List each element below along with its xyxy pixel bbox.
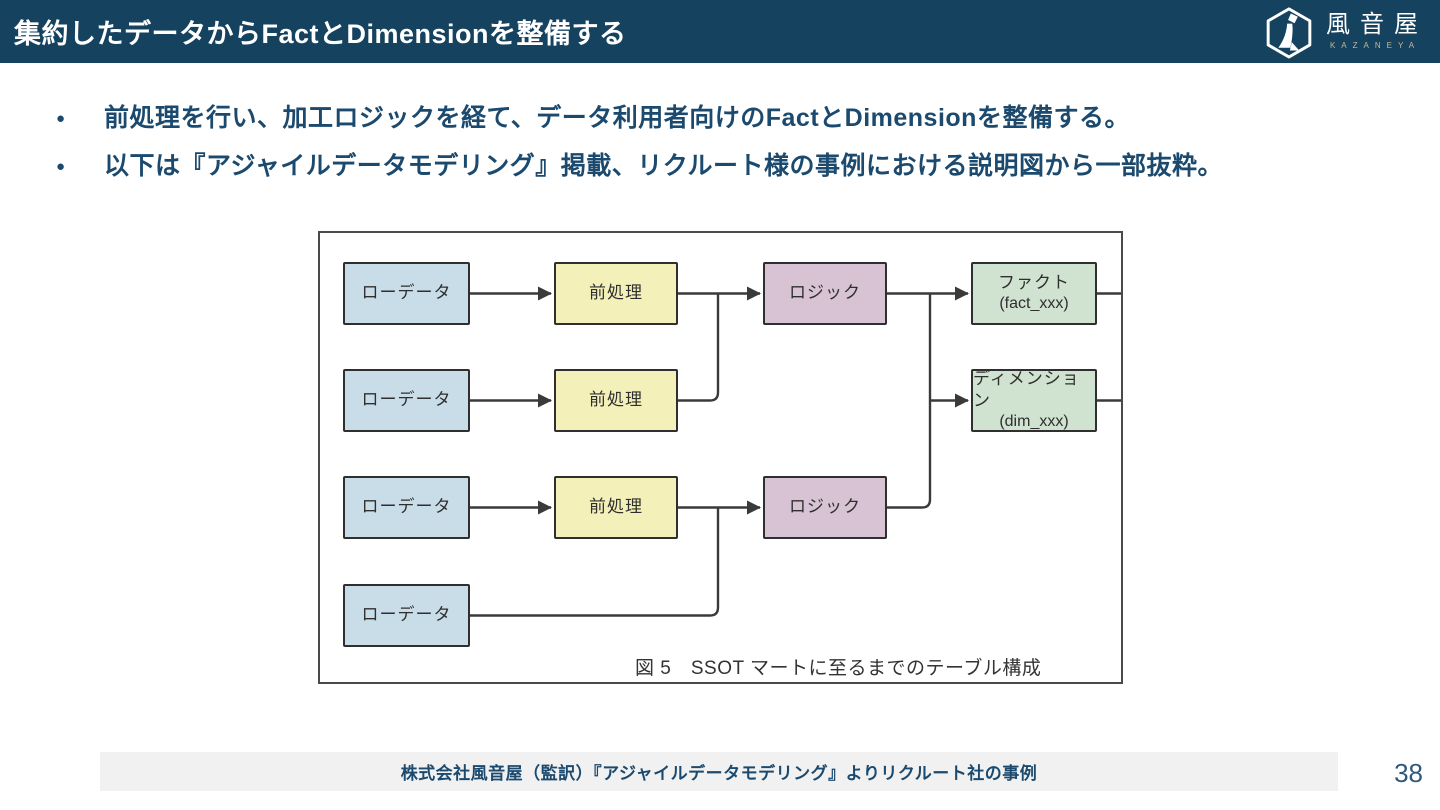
hexagon-logo-icon bbox=[1266, 6, 1312, 58]
bullet-icon: ● bbox=[56, 110, 66, 127]
node-logic-1: ロジック bbox=[763, 262, 887, 325]
logo-texts: 風音屋 KAZANEYA bbox=[1326, 13, 1418, 50]
node-sublabel: (fact_xxx) bbox=[999, 295, 1069, 313]
node-fact: ファクト (fact_xxx) bbox=[971, 262, 1097, 325]
node-label: 前処理 bbox=[589, 497, 643, 517]
bullet-item: ● 前処理を行い、加工ロジックを経て、データ利用者向けのFactとDimensi… bbox=[56, 102, 1223, 135]
flow-diagram-panel: ローデータ ローデータ ローデータ ローデータ 前処理 前処理 前処理 ロジック… bbox=[318, 231, 1123, 684]
bullet-text: 以下は『アジャイルデータモデリング』掲載、リクルート様の事例における説明図から一… bbox=[104, 152, 1224, 180]
footer-source-text: 株式会社風音屋（監訳）『アジャイルデータモデリング』よりリクルート社の事例 bbox=[400, 764, 1038, 783]
node-dimension: ディメンション (dim_xxx) bbox=[971, 369, 1097, 432]
logo-subtitle: KAZANEYA bbox=[1329, 41, 1421, 50]
logo-name: 風音屋 bbox=[1326, 11, 1428, 38]
node-label: ディメンション bbox=[973, 369, 1080, 411]
node-label: ロジック bbox=[789, 497, 861, 517]
node-raw-1: ローデータ bbox=[343, 262, 470, 325]
bullet-icon: ● bbox=[56, 158, 66, 175]
node-label: 前処理 bbox=[589, 390, 643, 410]
bullet-list: ● 前処理を行い、加工ロジックを経て、データ利用者向けのFactとDimensi… bbox=[56, 102, 1223, 198]
node-raw-2: ローデータ bbox=[343, 369, 470, 432]
page-number: 38 bbox=[1394, 758, 1423, 788]
diagram-connectors bbox=[470, 286, 1121, 617]
bullet-item: ● 以下は『アジャイルデータモデリング』掲載、リクルート様の事例における説明図か… bbox=[56, 150, 1223, 183]
node-preprocess-1: 前処理 bbox=[554, 262, 678, 325]
node-label: 前処理 bbox=[589, 283, 643, 303]
node-raw-4: ローデータ bbox=[343, 584, 470, 647]
page-title: 集約したデータからFactとDimensionを整備する bbox=[14, 19, 627, 49]
node-label: ローデータ bbox=[361, 605, 452, 625]
node-sublabel: (dim_xxx) bbox=[999, 413, 1069, 431]
footer-source-bar: 株式会社風音屋（監訳）『アジャイルデータモデリング』よりリクルート社の事例 bbox=[100, 752, 1338, 791]
figure-caption: 図 5 SSOT マートに至るまでのテーブル構成 bbox=[635, 658, 1042, 679]
node-label: ロジック bbox=[789, 283, 861, 303]
node-raw-3: ローデータ bbox=[343, 476, 470, 539]
bullet-text: 前処理を行い、加工ロジックを経て、データ利用者向けのFactとDimension… bbox=[104, 104, 1130, 132]
node-preprocess-2: 前処理 bbox=[554, 369, 678, 432]
node-label: ローデータ bbox=[361, 390, 452, 410]
node-label: ローデータ bbox=[361, 497, 452, 517]
node-label: ファクト bbox=[998, 273, 1070, 293]
company-logo: 風音屋 KAZANEYA bbox=[1264, 5, 1418, 59]
header-bar: 集約したデータからFactとDimensionを整備する 風音屋 KAZANEY… bbox=[0, 0, 1440, 63]
node-logic-2: ロジック bbox=[763, 476, 887, 539]
node-preprocess-3: 前処理 bbox=[554, 476, 678, 539]
node-label: ローデータ bbox=[361, 283, 452, 303]
